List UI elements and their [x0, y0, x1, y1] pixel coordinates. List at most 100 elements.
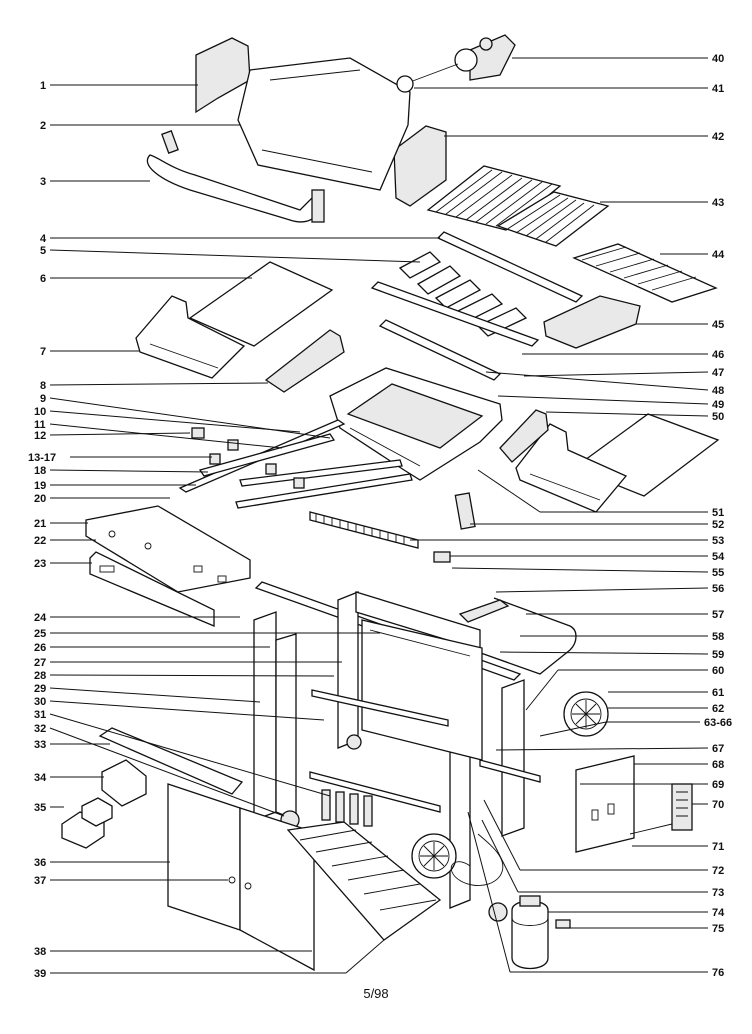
thermometer-dial	[454, 48, 478, 72]
callout-label: 56	[712, 583, 724, 595]
callout-label: 43	[712, 197, 724, 209]
wheel-lower	[411, 833, 457, 879]
callout-label: 75	[712, 923, 724, 935]
page-number: 5/98	[363, 986, 389, 1001]
callout-label: 71	[712, 841, 724, 853]
catch-pan-holder	[101, 759, 147, 807]
lid-end-cap-right	[393, 125, 447, 207]
callout-label: 55	[712, 567, 724, 579]
callout-label: 35	[34, 802, 46, 814]
callout-label: 59	[712, 649, 724, 661]
gas-hose	[450, 833, 504, 886]
cookbox	[329, 319, 503, 481]
callout-label: 32	[34, 723, 46, 735]
warming-rack	[572, 243, 718, 303]
callout-label: 7	[40, 346, 46, 358]
callout-label: 48	[712, 385, 724, 397]
callout-label: 20	[34, 493, 46, 505]
callout-label: 3	[40, 176, 46, 188]
bottom-front-panel	[89, 551, 215, 627]
callout-label: 11	[34, 419, 46, 431]
callout-label: 69	[712, 779, 724, 791]
callout-label: 61	[712, 687, 724, 699]
tank-valve-knob	[555, 919, 571, 929]
side-shelf-left	[135, 261, 334, 379]
callouts-right: 40 41 42 43 44 45 46 47 48 49 50 51 52 5…	[410, 53, 732, 979]
callout-label: 57	[712, 609, 724, 621]
callout-label: 36	[34, 857, 46, 869]
callout-label: 23	[34, 558, 46, 570]
thermometer-probe-tip	[396, 75, 414, 93]
callout-label: 76	[712, 967, 724, 979]
callout-label: 12	[34, 430, 46, 442]
burner-tube-rail	[370, 281, 540, 347]
cooking-grates	[426, 165, 610, 247]
callout-label: 26	[34, 642, 46, 654]
shelf-bracket-right	[499, 409, 549, 463]
callout-label: 38	[34, 946, 46, 958]
callout-label: 47	[712, 367, 724, 379]
callout-label: 58	[712, 631, 724, 643]
callout-label: 54	[712, 551, 725, 563]
frame-front-panel	[85, 505, 251, 593]
callout-label: 53	[712, 535, 724, 547]
callout-label: 46	[712, 349, 724, 361]
callout-label: 5	[40, 245, 46, 257]
callout-label: 44	[712, 249, 725, 261]
lid-end-cap-left	[195, 37, 251, 114]
callout-label: 30	[34, 696, 46, 708]
callout-label: 9	[40, 393, 46, 405]
callout-label: 28	[34, 670, 46, 682]
callout-label: 62	[712, 703, 724, 715]
callout-label: 52	[712, 519, 724, 531]
cart-frame	[253, 591, 541, 909]
callout-label: 68	[712, 759, 724, 771]
callout-label: 49	[712, 399, 724, 411]
bottom-shelf-rack	[286, 821, 442, 941]
wheel-upper-right	[563, 691, 609, 737]
callout-label: 70	[712, 799, 724, 811]
callout-label: 41	[712, 83, 724, 95]
propane-tank	[511, 895, 549, 970]
callout-label: 4	[40, 233, 47, 245]
callout-label: 37	[34, 875, 46, 887]
part-drawings	[61, 34, 720, 972]
grease-catch-pan	[543, 295, 641, 349]
igniter-switch	[433, 551, 451, 563]
callout-label: 73	[712, 887, 724, 899]
callout-label: 45	[712, 319, 724, 331]
callouts-left: 1 2 3 4 5 6 7 8 9 10 11 12 13-17 18 19 2…	[28, 80, 440, 980]
callout-label: 42	[712, 131, 724, 143]
control-plate	[454, 492, 476, 530]
callout-label: 39	[34, 968, 46, 980]
shelf-bracket-left	[264, 329, 345, 393]
callout-label: 13-17	[28, 452, 56, 464]
lid	[237, 57, 411, 191]
callout-label: 63-66	[704, 717, 732, 729]
callout-label: 6	[40, 273, 46, 285]
callout-label: 24	[34, 612, 47, 624]
callout-label: 8	[40, 380, 46, 392]
cabinet-door-left	[167, 783, 241, 931]
callout-label: 67	[712, 743, 724, 755]
callout-label: 31	[34, 709, 46, 721]
callout-label: 19	[34, 480, 46, 492]
callout-label: 72	[712, 865, 724, 877]
callout-label: 40	[712, 53, 724, 65]
callout-label: 29	[34, 683, 46, 695]
callout-label: 74	[712, 907, 725, 919]
callout-label: 34	[34, 772, 47, 784]
callout-label: 27	[34, 657, 46, 669]
callout-label: 21	[34, 518, 46, 530]
callout-label: 60	[712, 665, 724, 677]
callout-label: 10	[34, 406, 46, 418]
side-shelf-right	[515, 413, 720, 513]
cabinet-door-right	[239, 807, 315, 972]
callout-label: 51	[712, 507, 724, 519]
callout-label: 2	[40, 120, 46, 132]
tank-scale-panel	[575, 755, 635, 853]
callout-label: 25	[34, 628, 46, 640]
tank-gauge	[671, 783, 693, 831]
heat-deflector-bar	[436, 231, 584, 303]
